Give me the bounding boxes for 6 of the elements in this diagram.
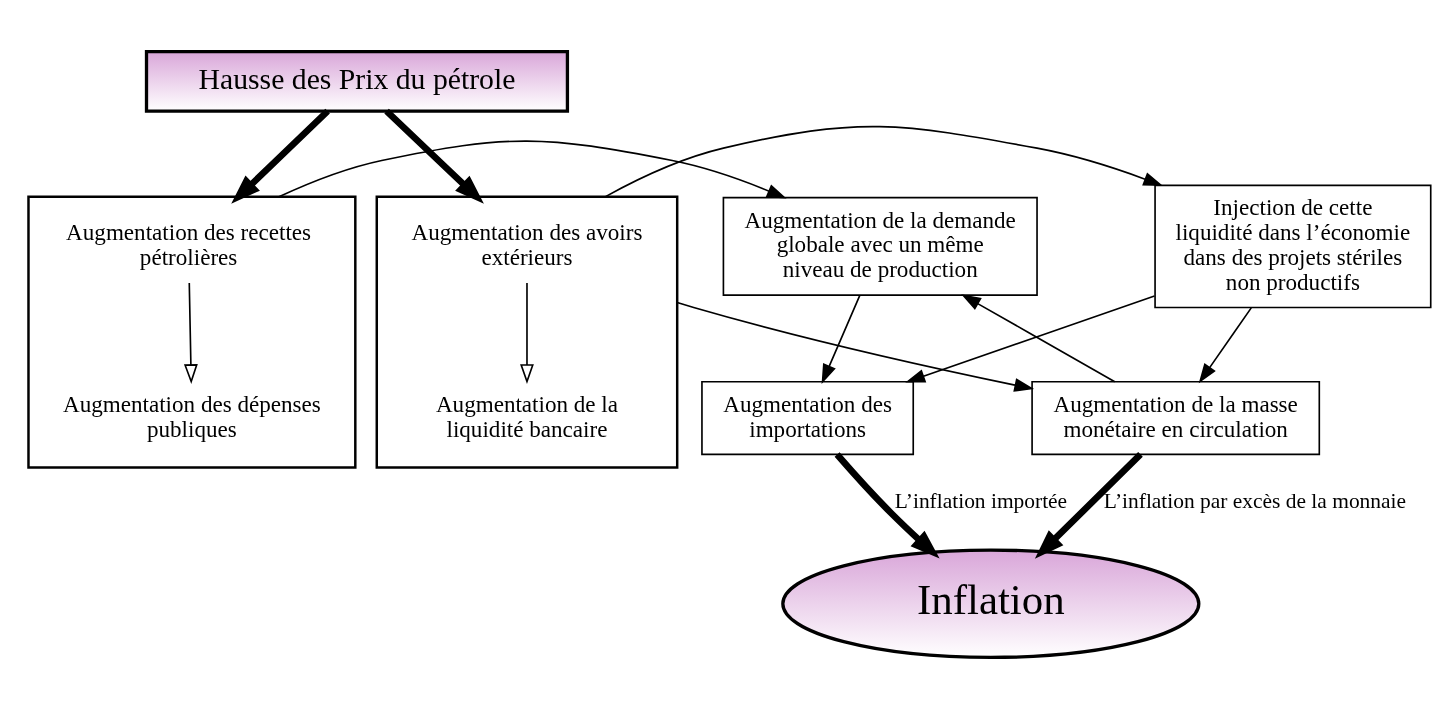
node-text: Augmentation des recettes pétrolières (66, 218, 312, 270)
node-text: Augmentation de la liquidité bancaire (435, 390, 619, 442)
node-text: Augmentation des dépenses publiques (62, 390, 321, 442)
node-text: Augmentation des avoirs extérieurs (411, 218, 643, 270)
edge-label: L’inflation importée (894, 488, 1068, 513)
edge-label: L’inflation par excès de la monnaie (1103, 488, 1407, 513)
